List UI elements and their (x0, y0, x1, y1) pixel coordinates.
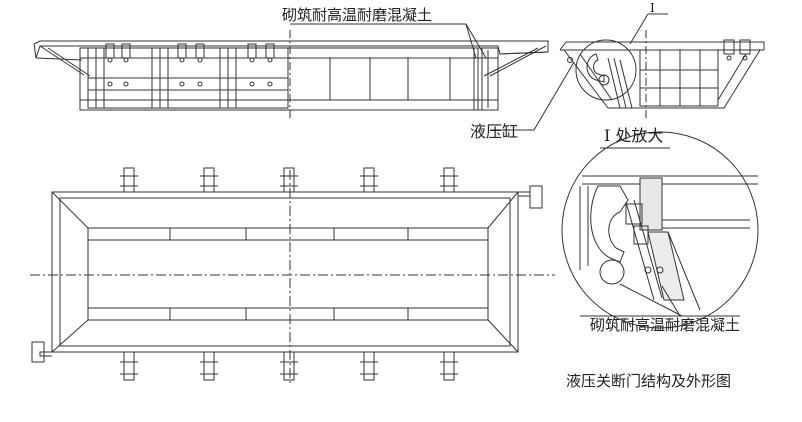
hydraulic-cylinder-label: 液压缸 (470, 122, 519, 141)
side-elevation-view (490, 14, 764, 148)
drawing-caption: 液压关断门结构及外形图 (566, 372, 732, 390)
refractory-concrete-label-top: 砌筑耐高温耐磨混凝土 (282, 6, 433, 24)
refractory-concrete-label-detail: 砌筑耐高温耐磨混凝土 (590, 316, 741, 334)
top-cylinders (120, 168, 458, 192)
marker-i-label: I (650, 1, 655, 15)
front-elevation-view (34, 24, 548, 118)
detail-i-label: I 处放大 (604, 126, 664, 145)
detail-i-view (562, 132, 758, 328)
plan-view (30, 168, 555, 384)
bottom-cylinders (120, 352, 458, 380)
